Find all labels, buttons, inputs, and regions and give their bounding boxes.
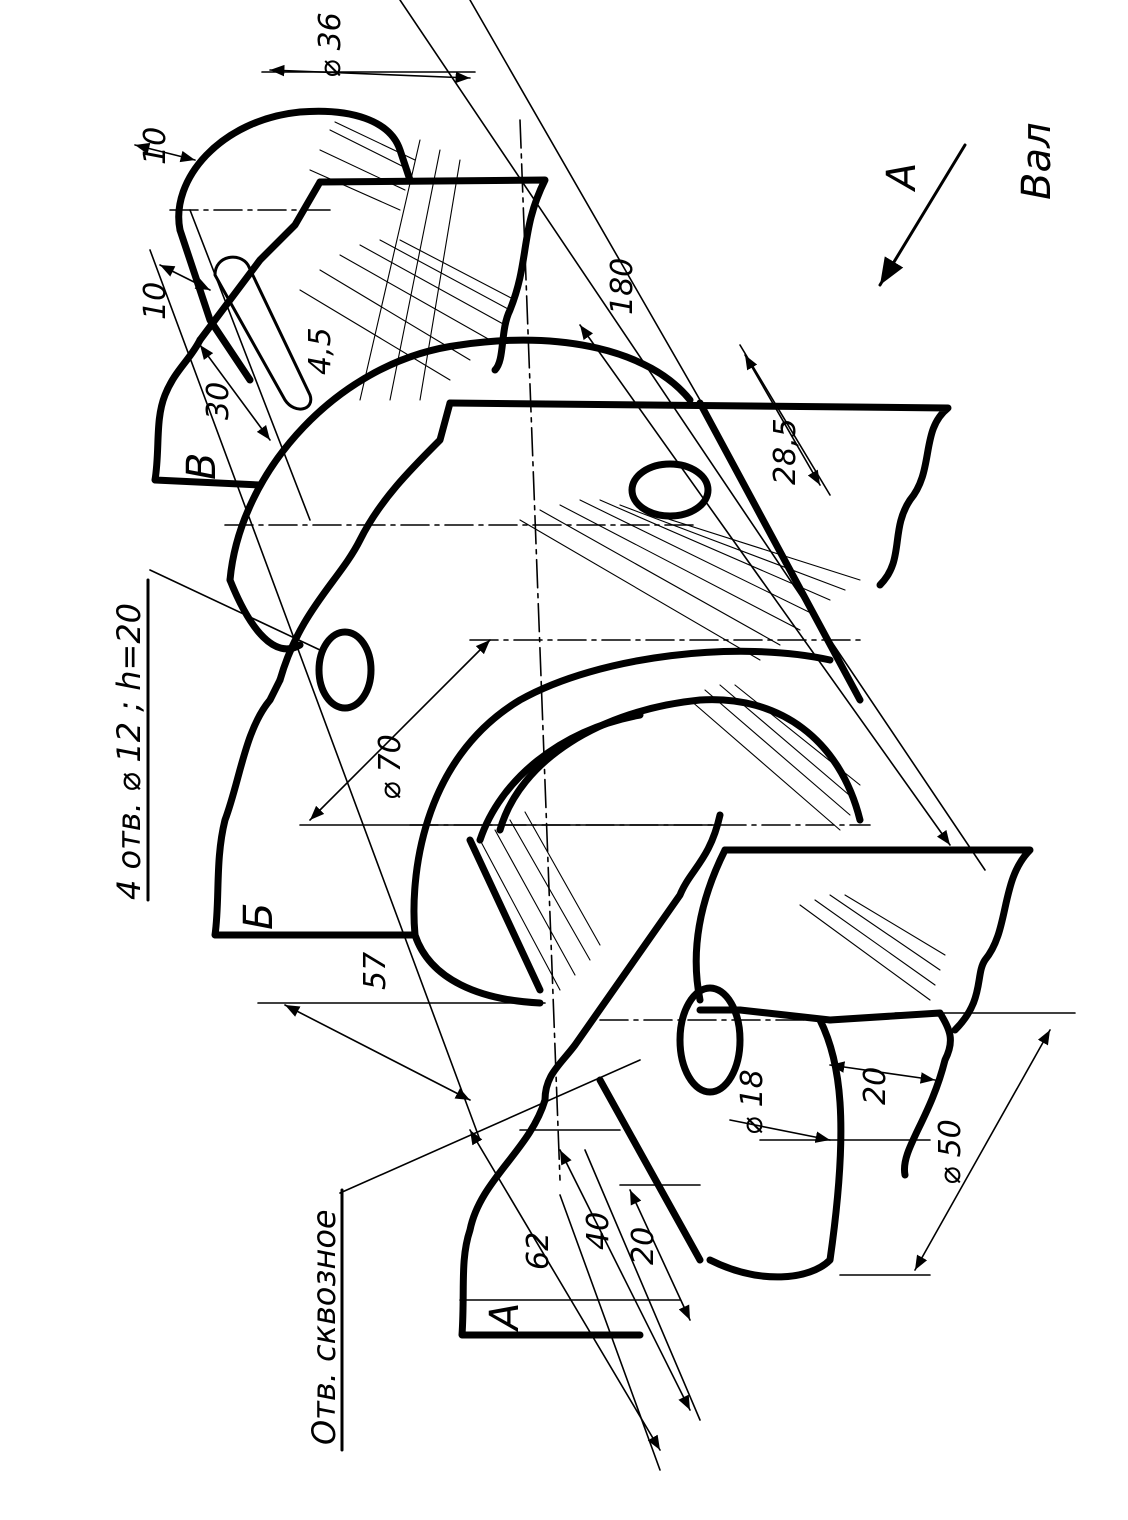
flange (226, 336, 694, 584)
view-arrow-label: А (879, 163, 925, 193)
dim-20b: 20 (858, 1067, 893, 1105)
barrel-d70 (410, 647, 834, 939)
dim-d18: ⌀ 18 (735, 1069, 770, 1135)
key-slot (213, 255, 313, 411)
journal-d36 (175, 107, 414, 234)
dim-20a: 20 (626, 1227, 661, 1265)
dim-d70: ⌀ 70 (373, 734, 408, 800)
dim-10a: 10 (138, 127, 173, 165)
dimension-lines (134, 64, 1051, 1451)
hole-d12-a (315, 628, 375, 712)
note-holes: 4 отв. ⌀ 12 ; h=20 (110, 603, 148, 900)
dim-62: 62 (521, 1232, 556, 1270)
shaft-outline (151, 107, 1034, 1339)
dim-28-5: 28,5 (768, 418, 803, 485)
note-through-hole: Отв. сквозное (305, 1209, 343, 1445)
section-label-a: А (482, 1303, 528, 1333)
dim-57: 57 (358, 952, 393, 990)
hole-d18 (676, 984, 744, 1096)
cylinder-shading (299, 121, 946, 1001)
labels: Вал 4 отв. ⌀ 12 ; h=20 Отв. сквозное В Б… (110, 12, 1060, 1452)
dim-d50: ⌀ 50 (933, 1119, 968, 1185)
dim-40: 40 (581, 1212, 616, 1250)
dim-180: 180 (605, 258, 640, 315)
section-label-b: Б (236, 903, 282, 930)
dim-30: 30 (201, 382, 236, 420)
section-label-v: В (179, 453, 225, 480)
view-arrow: А (878, 143, 967, 287)
section-a-block (721, 846, 1034, 1034)
dim-4-5: 4,5 (303, 327, 338, 375)
dim-d36: ⌀ 36 (313, 12, 348, 78)
drawing-title: Вал (1014, 122, 1060, 200)
dim-10b: 10 (138, 282, 173, 320)
section-v-cut (316, 176, 549, 374)
